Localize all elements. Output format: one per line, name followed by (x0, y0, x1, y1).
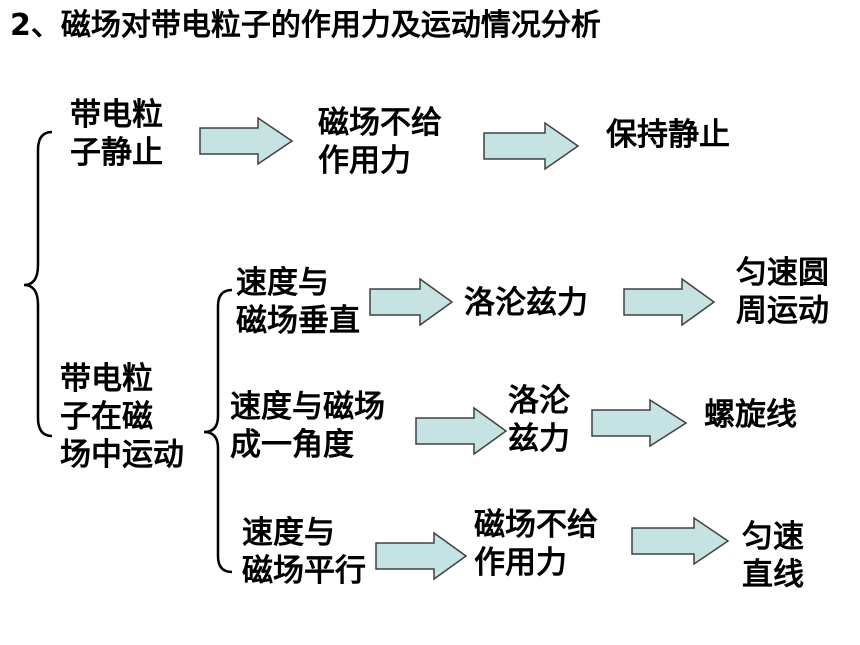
rest-force: 磁场不给 作用力 (318, 105, 442, 179)
arrow-rest-to-force (199, 116, 294, 166)
arrow-angle-to-result (591, 398, 688, 448)
case-perpendicular-force: 洛沦兹力 (464, 285, 588, 321)
rest-result: 保持静止 (606, 117, 730, 153)
case-angle-force: 洛沦 兹力 (508, 383, 570, 457)
rest-state: 带电粒 子静止 (70, 97, 163, 171)
case-perpendicular-condition: 速度与 磁场垂直 (236, 265, 360, 339)
case-perpendicular-result: 匀速圆 周运动 (736, 255, 829, 329)
main-brace (23, 130, 53, 438)
case-angle-condition: 速度与磁场 成一角度 (230, 389, 385, 463)
arrow-perp-to-result (623, 277, 716, 327)
case-parallel-force: 磁场不给 作用力 (474, 507, 598, 581)
case-angle-result: 螺旋线 (704, 397, 797, 433)
case-parallel-condition: 速度与 磁场平行 (242, 515, 366, 589)
sub-brace (203, 288, 233, 574)
arrow-angle-to-force (415, 406, 508, 456)
arrow-perp-to-force (369, 277, 454, 327)
arrow-rest-to-result (483, 121, 580, 171)
case-parallel-result: 匀速 直线 (742, 519, 804, 593)
arrow-parallel-to-result (631, 516, 730, 566)
arrow-parallel-to-force (375, 531, 468, 581)
moving-state: 带电粒 子在磁 场中运动 (60, 361, 184, 473)
slide-title: 2、磁场对带电粒子的作用力及运动情况分析 (10, 8, 601, 43)
